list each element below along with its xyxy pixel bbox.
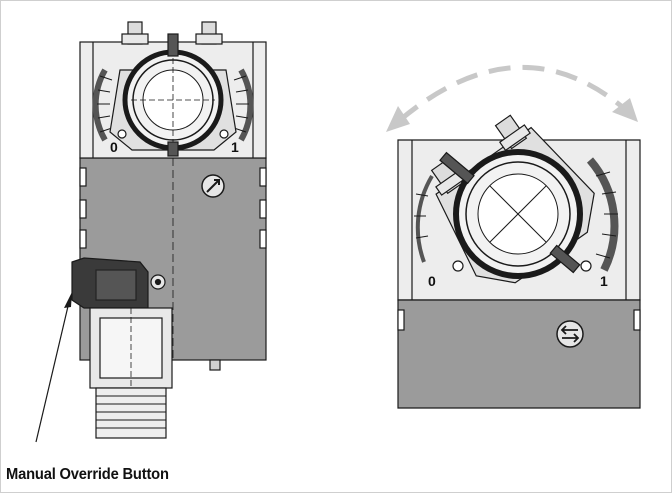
right-scale-min-label: 0 <box>428 273 436 289</box>
manual-override-button <box>71 257 149 309</box>
override-pointer-arrow <box>35 292 72 443</box>
right-housing-lower <box>397 299 641 409</box>
left-actuator <box>71 21 267 439</box>
left-scale-min-label: 0 <box>110 139 118 155</box>
right-scale-max-label: 1 <box>600 273 608 289</box>
rotation-arrow <box>386 64 638 132</box>
left-bottom-clip <box>209 359 221 371</box>
left-scale-max-label: 1 <box>231 139 239 155</box>
manual-override-caption: Manual Override Button <box>6 466 169 483</box>
right-override-knob-icon <box>556 320 584 348</box>
right-actuator <box>397 114 641 409</box>
